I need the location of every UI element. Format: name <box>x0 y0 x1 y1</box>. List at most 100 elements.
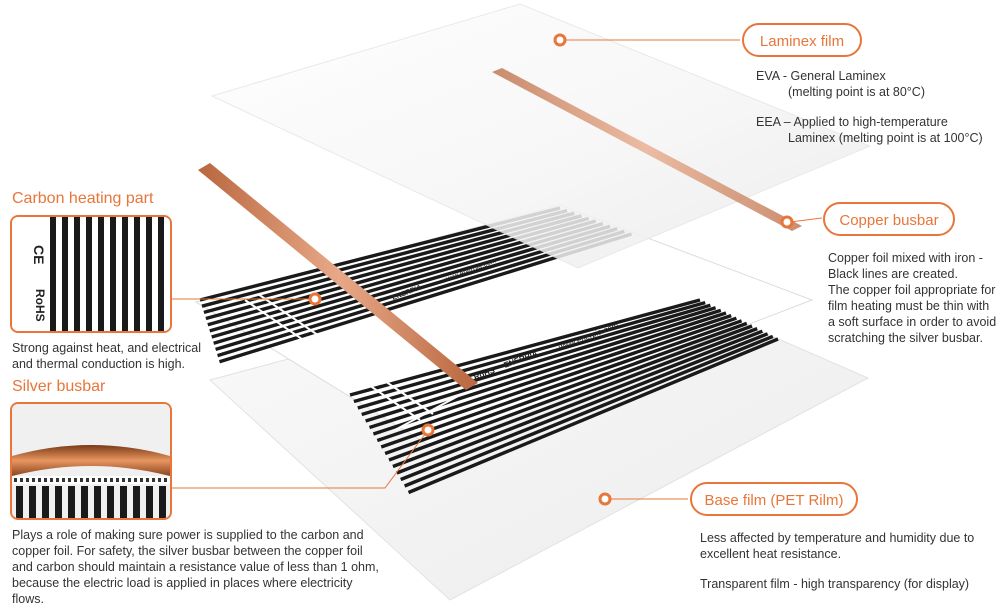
copper-busbar-label: Copper busbar <box>823 202 955 236</box>
thumb-silver-tick <box>50 478 53 482</box>
thumb-silver-tick <box>98 478 101 482</box>
silver-thumbnail <box>10 402 172 520</box>
thumb-silver-tick <box>32 478 35 482</box>
thumb-carbon-stripe <box>62 217 68 331</box>
thumb-silver-tick <box>110 478 113 482</box>
carbon-stripe <box>368 311 727 430</box>
carbon-stripe <box>403 334 774 488</box>
thumb-silver-tick <box>128 478 131 482</box>
thumb-mark-rohs: RoHS <box>33 289 47 322</box>
base-line-1: Less affected by temperature and humidit… <box>700 531 975 545</box>
carbon-stripe <box>396 329 764 475</box>
carbon-heating-title: Carbon heating part <box>12 190 154 207</box>
copper-line-3: The copper foil appropriate for <box>828 283 996 297</box>
thumb-silver-stripe <box>133 486 140 518</box>
thumb-silver-stripe <box>68 486 75 518</box>
thumb-silver-tick <box>116 478 119 482</box>
thumb-silver-stripe <box>29 486 36 518</box>
thumb-silver-stripe <box>159 486 166 518</box>
thumb-silver-tick <box>44 478 47 482</box>
callout-dot-laminex <box>553 33 567 47</box>
silver-line-3: and carbon should maintain a resistance … <box>12 560 379 574</box>
carbon-stripe <box>400 332 769 482</box>
leader-copper <box>789 217 823 223</box>
base-film-label: Base film (PET Rilm) <box>690 482 858 516</box>
copper-line-4: film heating must be thin with <box>828 299 990 313</box>
carbon-stripe <box>365 308 722 423</box>
silver-line-5: flows. <box>12 592 44 606</box>
silver-description: Plays a role of making sure power is sup… <box>12 527 382 607</box>
thumb-silver-tick <box>62 478 65 482</box>
thumb-carbon-stripe <box>86 217 92 331</box>
callout-dot-base <box>598 492 612 506</box>
carbon-line-1: Strong against heat, and electrical <box>12 341 202 355</box>
callout-dot-carbon <box>308 292 322 306</box>
thumb-silver-tick <box>86 478 89 482</box>
carbon-stripe <box>353 300 706 404</box>
thumb-silver-stripe <box>146 486 153 518</box>
thumb-silver-stripe <box>55 486 62 518</box>
carbon-line-2: and thermal conduction is high. <box>12 357 186 371</box>
thumb-mark-ce: CE <box>31 245 47 264</box>
thumb-silver-tick <box>152 478 155 482</box>
thumb-silver-tick <box>56 478 59 482</box>
carbon-stripes-photo: CE RoHS <box>12 217 170 331</box>
copper-line-1: Copper foil mixed with iron - <box>828 251 983 265</box>
thumb-silver-tick <box>134 478 137 482</box>
silver-busbar-hatch <box>244 293 461 431</box>
thumb-carbon-stripe <box>158 217 164 331</box>
carbon-stripe <box>392 327 758 469</box>
thumb-carbon-stripe <box>74 217 80 331</box>
thumb-silver-tick <box>14 478 17 482</box>
carbon-stripe <box>361 306 717 417</box>
copper-busbar-left <box>198 163 478 390</box>
laminex-film-label: Laminex film <box>742 23 862 57</box>
thumb-silver-tick <box>122 478 125 482</box>
thumb-carbon-stripe <box>146 217 152 331</box>
leader-lines <box>172 39 823 500</box>
thumb-silver-tick <box>74 478 77 482</box>
laminex-line-2: (melting point is at 80°C) <box>788 85 925 99</box>
copper-busbar-description: Copper foil mixed with iron - Black line… <box>828 250 998 346</box>
carbon-stripe <box>384 321 748 456</box>
carbon-thumbnail: CE RoHS <box>10 215 172 333</box>
silver-busbar-photo <box>12 404 170 518</box>
copper-line-2: Black lines are created. <box>828 267 958 281</box>
thumb-carbon-stripe <box>134 217 140 331</box>
thumb-silver-stripe <box>120 486 127 518</box>
base-film-description: Less affected by temperature and humidit… <box>700 530 995 592</box>
laminex-line-1: EVA - General Laminex <box>756 69 886 83</box>
carbon-stripe <box>407 337 779 495</box>
thumb-carbon-stripe <box>122 217 128 331</box>
thumb-carbon-stripe <box>110 217 116 331</box>
copper-line-5: a soft surface in order to avoid <box>828 315 997 329</box>
laminex-description: EVA - General Laminex (melting point is … <box>756 68 991 146</box>
thumb-silver-stripe <box>42 486 49 518</box>
thumb-carbon-stripe <box>98 217 104 331</box>
carbon-stripe <box>357 303 711 410</box>
laminex-line-3: EEA – Applied to high-temperature <box>756 115 948 129</box>
thumb-silver-tick <box>20 478 23 482</box>
silver-line-1: Plays a role of making sure power is sup… <box>12 528 364 542</box>
thumb-silver-tick <box>68 478 71 482</box>
thumb-silver-stripe <box>81 486 88 518</box>
carbon-stripe <box>376 316 737 443</box>
silver-line-4: because the electric load is applied in … <box>12 576 353 590</box>
leader-silver <box>172 429 429 489</box>
thumb-silver-tick <box>146 478 149 482</box>
thumb-silver-tick <box>26 478 29 482</box>
base-line-2: excellent heat resistance. <box>700 547 842 561</box>
thumb-silver-tick <box>92 478 95 482</box>
callout-dot-silver <box>421 423 435 437</box>
callout-dot-copper <box>780 215 794 229</box>
thumb-silver-stripe <box>94 486 101 518</box>
carbon-stripe <box>372 313 732 436</box>
thumb-silver-tick <box>158 478 161 482</box>
thumb-silver-tick <box>104 478 107 482</box>
thumb-silver-stripe <box>107 486 114 518</box>
base-line-3: Transparent film - high transparency (fo… <box>700 577 970 591</box>
thumb-carbon-stripe <box>50 217 56 331</box>
laminex-line-4: Laminex (melting point is at 100°C) <box>788 131 983 145</box>
laminex-film-sheet <box>210 3 872 269</box>
